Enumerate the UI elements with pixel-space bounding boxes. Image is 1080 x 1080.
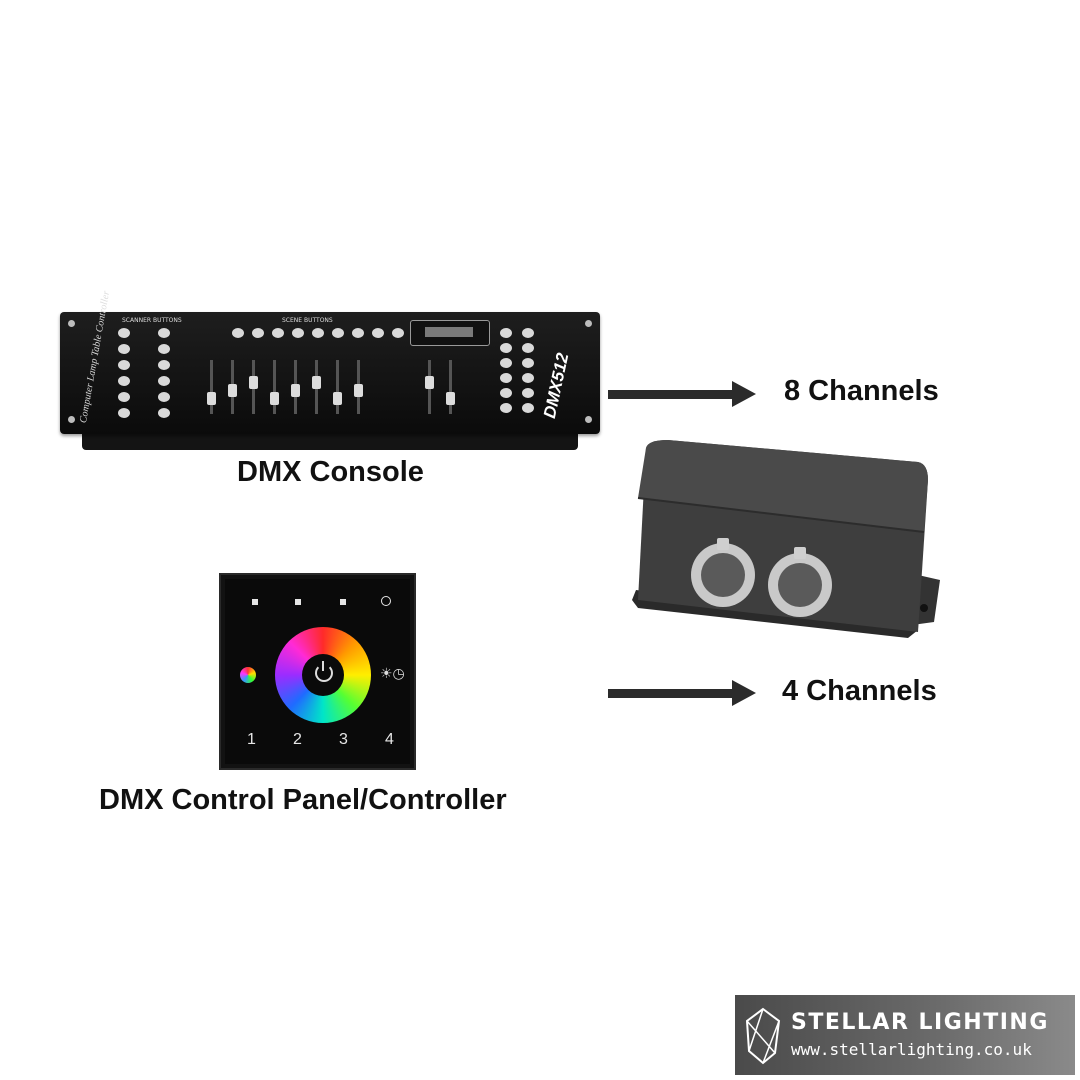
zone-4-label: 4 <box>385 731 394 748</box>
function-button <box>522 343 534 353</box>
dmx-control-panel-caption: DMX Control Panel/Controller <box>99 784 507 816</box>
light-engine-box-image <box>632 440 940 638</box>
dmx-control-panel-image: ☀◷ 1 2 3 4 <box>219 573 416 770</box>
scene-button <box>352 328 364 338</box>
white-indicator-icon <box>381 596 391 606</box>
fader-slot <box>273 360 276 414</box>
power-icon <box>315 664 333 682</box>
scene-indicator <box>340 599 346 605</box>
fader-knob <box>354 384 363 397</box>
scanner-button <box>158 360 170 370</box>
function-button <box>500 358 512 368</box>
screw <box>68 320 75 327</box>
function-button <box>500 403 512 413</box>
function-button <box>522 328 534 338</box>
logo-url-text: www.stellarlighting.co.uk <box>791 1040 1032 1059</box>
port-hole <box>701 553 745 597</box>
port-screw <box>794 547 806 559</box>
fader-slot <box>210 360 213 414</box>
console-side-text: Computer Lamp Table Controller <box>78 290 113 424</box>
zone-2-label: 2 <box>293 731 302 748</box>
logo-mark-icon <box>745 1007 781 1065</box>
scanner-buttons-label: SCANNER BUTTONS <box>122 317 182 324</box>
scanner-button <box>118 376 130 386</box>
console-model-label: DMX512 <box>540 351 573 420</box>
fader-knob <box>270 392 279 405</box>
fader-knob <box>333 392 342 405</box>
wheel-center <box>302 654 344 696</box>
panel-glass: ☀◷ 1 2 3 4 <box>225 579 410 764</box>
fader-knob <box>446 392 455 405</box>
brightness-speed-icon: ☀◷ <box>380 666 405 682</box>
fader-knob <box>228 384 237 397</box>
scanner-button <box>118 344 130 354</box>
scene-button <box>332 328 344 338</box>
arrow-top <box>608 381 758 409</box>
lcd-display <box>410 320 490 346</box>
arrow-head <box>732 680 756 706</box>
lcd-digits <box>425 327 473 337</box>
scene-button <box>312 328 324 338</box>
scanner-button <box>158 376 170 386</box>
fader-knob <box>249 376 258 389</box>
box-ear-hole <box>920 604 928 612</box>
function-button <box>500 343 512 353</box>
screw <box>68 416 75 423</box>
arrow-bottom <box>608 680 758 708</box>
fader-knob <box>425 376 434 389</box>
zone-3-label: 3 <box>339 731 348 748</box>
scene-button <box>392 328 404 338</box>
box-top <box>638 440 928 532</box>
scene-button <box>272 328 284 338</box>
arrow-shaft <box>608 689 734 698</box>
scanner-button <box>118 328 130 338</box>
fader-slot <box>336 360 339 414</box>
function-button <box>522 403 534 413</box>
power-icon-line <box>322 661 324 671</box>
color-wheel <box>275 627 371 723</box>
port-hole <box>778 563 822 607</box>
function-button <box>522 373 534 383</box>
scene-button <box>372 328 384 338</box>
mode-icon <box>240 667 256 683</box>
function-button <box>522 358 534 368</box>
scene-button <box>252 328 264 338</box>
logo-brand-text: STELLAR LIGHTING <box>791 1010 1049 1035</box>
port-screw <box>717 538 729 550</box>
scanner-button <box>158 408 170 418</box>
scanner-button <box>158 328 170 338</box>
console-body: Computer Lamp Table Controller SCANNER B… <box>60 290 600 434</box>
channels-4-label: 4 Channels <box>782 675 937 707</box>
scene-button <box>292 328 304 338</box>
scene-buttons-label: SCENE BUTTONS <box>282 317 333 324</box>
screw <box>585 320 592 327</box>
fader-knob <box>207 392 216 405</box>
console-base <box>82 430 578 450</box>
function-button <box>522 388 534 398</box>
scanner-button <box>118 392 130 402</box>
scene-button <box>232 328 244 338</box>
dmx-console-image: Computer Lamp Table Controller SCANNER B… <box>60 290 600 450</box>
fader-knob <box>291 384 300 397</box>
zone-1-label: 1 <box>247 731 256 748</box>
fader-slot <box>449 360 452 414</box>
scanner-button <box>118 408 130 418</box>
arrow-shaft <box>608 390 734 399</box>
fader-knob <box>312 376 321 389</box>
arrow-head <box>732 381 756 407</box>
scene-indicator <box>252 599 258 605</box>
function-button <box>500 373 512 383</box>
channels-8-label: 8 Channels <box>784 375 939 407</box>
dmx-console-caption: DMX Console <box>237 456 424 488</box>
scanner-button <box>118 360 130 370</box>
screw <box>585 416 592 423</box>
scene-indicator <box>295 599 301 605</box>
function-button <box>500 388 512 398</box>
function-button <box>500 328 512 338</box>
box-edge <box>637 497 925 533</box>
scanner-button <box>158 392 170 402</box>
scanner-button <box>158 344 170 354</box>
stellar-lighting-logo: STELLAR LIGHTING www.stellarlighting.co.… <box>735 995 1075 1075</box>
